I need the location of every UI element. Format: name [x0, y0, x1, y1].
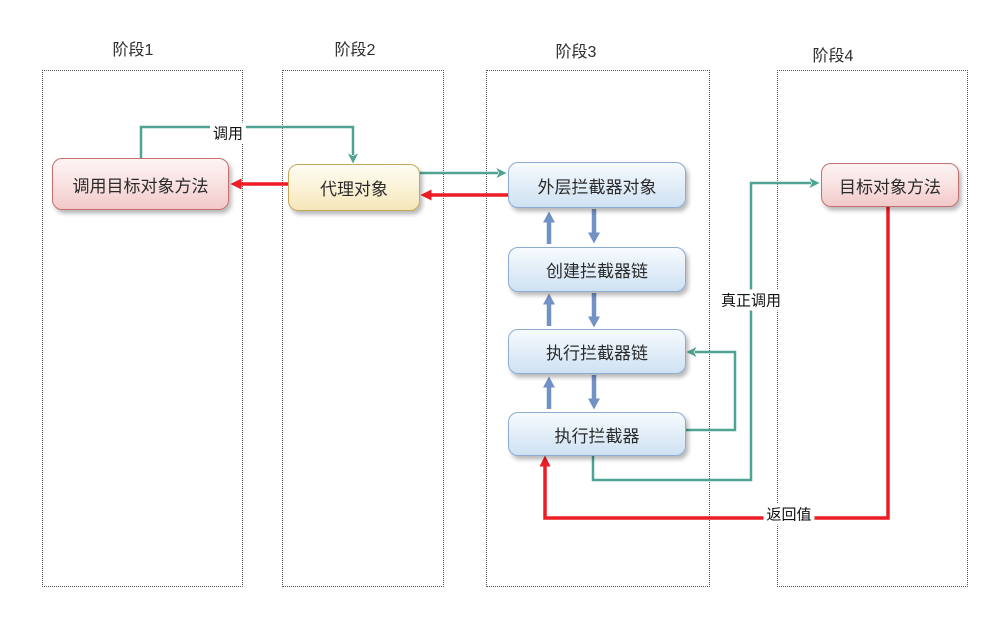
stage-4-title: 阶段4 — [812, 48, 854, 65]
stage-2-frame — [282, 70, 444, 587]
stage-2-title: 阶段2 — [334, 42, 376, 59]
node-exec-interceptor: 执行拦截器 — [508, 412, 686, 456]
edge-label-return-value: 返回值 — [763, 503, 815, 525]
stage-1-title: 阶段1 — [112, 42, 154, 59]
node-exec-chain: 执行拦截器链 — [508, 329, 686, 374]
edge-exec-interceptor-loop-to-chain — [684, 347, 737, 432]
edge-label-call: 调用 — [209, 122, 247, 144]
node-proxy: 代理对象 — [288, 164, 420, 211]
edge-caller-to-proxy-call — [139, 125, 358, 164]
stage-3-frame — [486, 70, 710, 587]
edge-real-call-to-target — [591, 178, 820, 482]
edge-target-return-value — [539, 204, 890, 520]
stage-4-frame — [777, 70, 968, 587]
node-create-chain: 创建拦截器链 — [508, 247, 686, 292]
node-outer-interceptor: 外层拦截器对象 — [508, 162, 686, 208]
edge-label-real-call: 真正调用 — [717, 289, 785, 311]
stage-1-frame — [42, 70, 243, 587]
node-caller: 调用目标对象方法 — [52, 158, 229, 210]
node-target-method: 目标对象方法 — [821, 163, 959, 207]
stage-3-title: 阶段3 — [555, 44, 597, 61]
